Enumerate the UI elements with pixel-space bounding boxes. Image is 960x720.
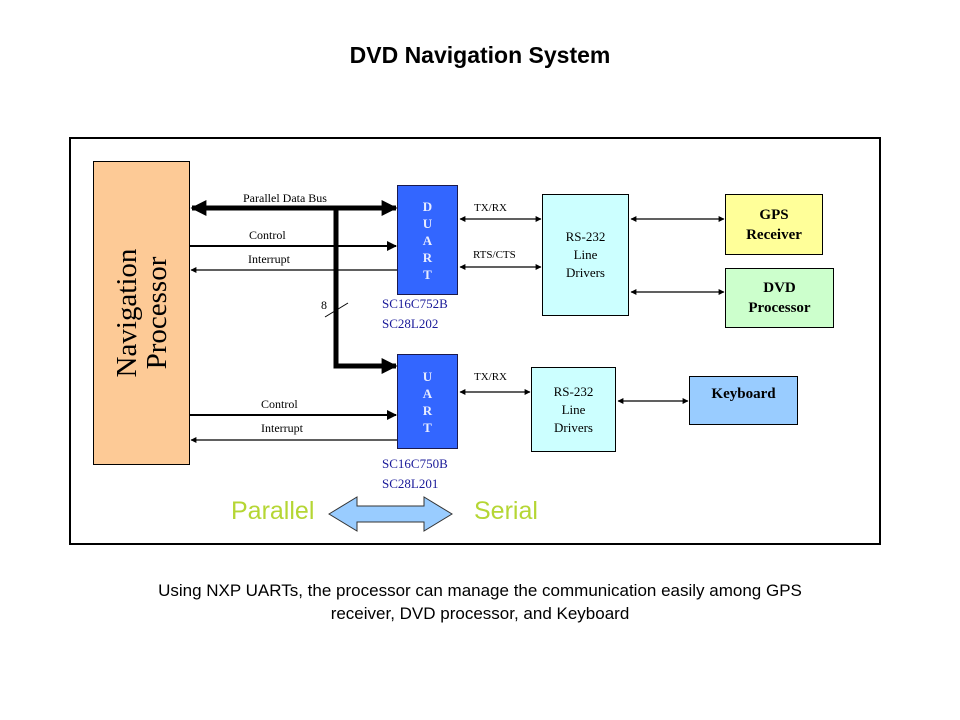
duart-part-number: SC28L202 <box>382 316 439 331</box>
duart-part-numbers: SC16C752B SC28L202 <box>382 294 448 334</box>
txrx-top-label: TX/RX <box>474 202 507 214</box>
bus-width-label: 8 <box>321 298 327 312</box>
duart-letter: U <box>422 215 433 231</box>
interrupt-top-label: Interrupt <box>248 252 290 266</box>
duart-letter: D <box>422 198 433 214</box>
duart-letter: A <box>422 232 433 248</box>
rs232-bottom-line: Drivers <box>554 419 593 435</box>
gps-line: GPS <box>759 206 789 223</box>
control-bottom-label: Control <box>261 397 298 411</box>
txrx-bottom-label: TX/RX <box>474 371 507 383</box>
page-title: DVD Navigation System <box>349 42 611 68</box>
duart-box: D U A R T <box>397 185 458 295</box>
dvd-processor-box: DVD Processor <box>725 268 834 328</box>
uart-part-numbers: SC16C750B SC28L201 <box>382 454 448 494</box>
keyboard-box: Keyboard <box>689 376 798 425</box>
diagram-frame <box>69 137 881 545</box>
gps-receiver-box: GPS Receiver <box>725 194 823 255</box>
parallel-data-bus-label: Parallel Data Bus <box>243 191 327 205</box>
bus-branch-line <box>333 208 398 375</box>
uart-letter: A <box>422 385 433 401</box>
gps-line: Receiver <box>746 226 802 243</box>
uart-letter: U <box>422 368 433 384</box>
bus-width-slash <box>324 302 349 318</box>
rs232-line-drivers-top: RS-232 Line Drivers <box>542 194 629 316</box>
uart-letter: R <box>422 402 433 418</box>
rs232-top-line: RS-232 <box>565 229 606 244</box>
control-top-label: Control <box>249 228 286 242</box>
rs232-top-line: Drivers <box>566 265 605 280</box>
dvd-line: Processor <box>748 300 811 316</box>
keyboard-label: Keyboard <box>711 386 776 402</box>
duart-letter: R <box>422 249 433 265</box>
interrupt-bottom-label: Interrupt <box>261 421 303 435</box>
uart-box: U A R T <box>397 354 458 449</box>
rtscts-label: RTS/CTS <box>473 249 516 261</box>
duart-letter: T <box>423 266 432 282</box>
caption: Using NXP UARTs, the processor can manag… <box>60 579 900 625</box>
rs232-bottom-line: Line <box>561 401 586 417</box>
navigation-processor-box: Navigation Processor <box>93 161 190 465</box>
navigation-processor-label: Navigation Processor <box>110 248 173 378</box>
rs232-bottom-line: RS-232 <box>553 383 594 399</box>
duart-part-number: SC16C752B <box>382 296 448 311</box>
caption-line: Using NXP UARTs, the processor can manag… <box>158 581 802 600</box>
rs232-top-line: Line <box>573 247 598 262</box>
caption-line: receiver, DVD processor, and Keyboard <box>330 604 630 623</box>
rs232-line-drivers-bottom: RS-232 Line Drivers <box>531 367 616 452</box>
dvd-line: DVD <box>763 280 796 296</box>
parallel-serial-arrow <box>328 496 453 532</box>
uart-part-number: SC28L201 <box>382 476 439 491</box>
serial-label: Serial <box>474 497 538 525</box>
uart-letter: T <box>423 419 432 435</box>
uart-part-number: SC16C750B <box>382 456 448 471</box>
parallel-label: Parallel <box>231 497 315 525</box>
